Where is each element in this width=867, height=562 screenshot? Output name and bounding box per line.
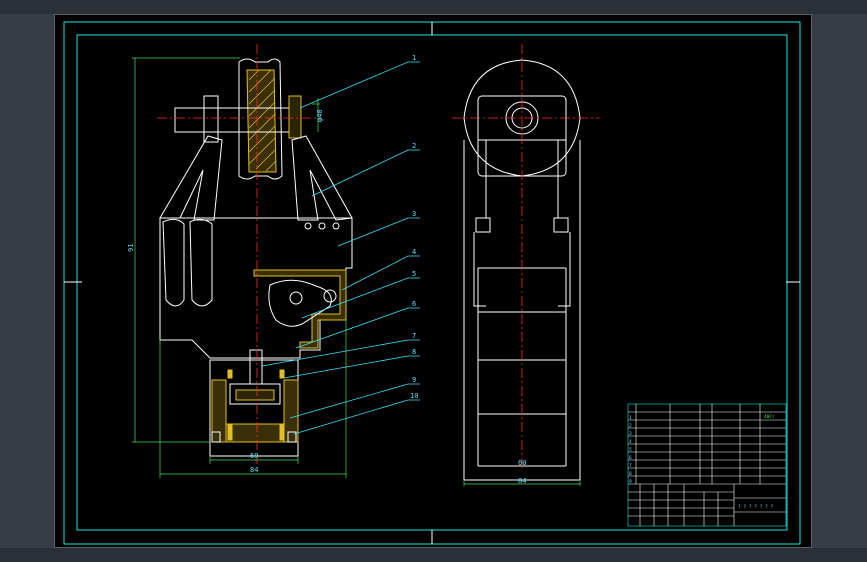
viewport-bottom-bar	[0, 548, 867, 562]
bearing-inner	[235, 389, 275, 401]
front-body	[159, 217, 353, 359]
svg-text:2: 2	[629, 423, 632, 429]
stem	[249, 349, 263, 385]
left-roller-1	[162, 218, 185, 307]
side-pin-right	[553, 217, 569, 233]
side-centerlines	[452, 44, 600, 470]
title-block[interactable]	[627, 403, 787, 527]
right-fork-arm	[291, 135, 353, 221]
dim-side-inner: 60	[518, 459, 526, 467]
front-centerlines	[157, 44, 322, 464]
side-pin-left	[475, 217, 491, 233]
pulley-wheel	[238, 58, 283, 180]
front-dimensions	[132, 57, 347, 478]
left-axle-nut	[203, 95, 219, 143]
drawing-name: ? ? ? ? ? ? ?	[738, 504, 774, 510]
front-view[interactable]	[159, 58, 353, 457]
viewport-top-bar	[0, 0, 867, 14]
balloon-5: 5	[412, 270, 416, 278]
dim-bottom-width: 69	[250, 452, 258, 460]
left-roller-2	[189, 218, 213, 307]
housing-base	[225, 423, 285, 443]
svg-text:4: 4	[629, 439, 632, 445]
bracket-section	[253, 269, 347, 349]
svg-text:3: 3	[629, 431, 632, 437]
title-block-text: 1 2 3 4 5 6 7 8 9 40Cr ? ? ? ? ? ? ?	[629, 414, 775, 510]
bolt-left	[211, 431, 221, 443]
side-arm-left	[473, 232, 486, 307]
side-view[interactable]	[463, 59, 581, 481]
balloon-4: 4	[412, 248, 416, 256]
material-text: 40Cr	[764, 414, 775, 420]
balloon-6: 6	[412, 300, 416, 308]
lever-pin	[323, 289, 337, 303]
bolt-right	[287, 431, 297, 443]
side-arm-right	[558, 232, 571, 307]
title-grid	[628, 484, 786, 526]
hub-hatching	[248, 69, 277, 172]
dim-small-callout: φ40	[316, 109, 324, 122]
svg-text:9: 9	[629, 479, 632, 485]
svg-text:8: 8	[629, 471, 632, 477]
right-axle-nut	[288, 95, 302, 139]
svg-text:1: 1	[629, 415, 632, 421]
balloon-1: 1	[412, 54, 416, 62]
parts-list-rows	[628, 404, 786, 485]
leader-lines	[261, 61, 420, 435]
dim-overall-height: 91	[127, 244, 135, 252]
drawing-paper[interactable]	[54, 14, 812, 548]
pulley-hub-section	[246, 69, 277, 173]
housing-wall-left	[211, 379, 227, 443]
outer-border	[63, 21, 801, 545]
balloon-7: 7	[412, 332, 416, 340]
balloon-9: 9	[412, 376, 416, 384]
svg-text:7: 7	[629, 463, 632, 469]
balloon-2: 2	[412, 142, 416, 150]
left-fork-arm	[159, 135, 223, 221]
cam-lever	[268, 279, 332, 327]
svg-text:5: 5	[629, 447, 632, 453]
dim-side-width: 84	[518, 477, 526, 485]
balloon-3: 3	[412, 210, 416, 218]
side-dimensions	[463, 480, 581, 486]
balloon-10: 10	[410, 392, 418, 400]
cam-pin	[289, 291, 303, 305]
dim-overall-width: 84	[250, 466, 258, 474]
svg-text:6: 6	[629, 455, 632, 461]
balloon-8: 8	[412, 348, 416, 356]
